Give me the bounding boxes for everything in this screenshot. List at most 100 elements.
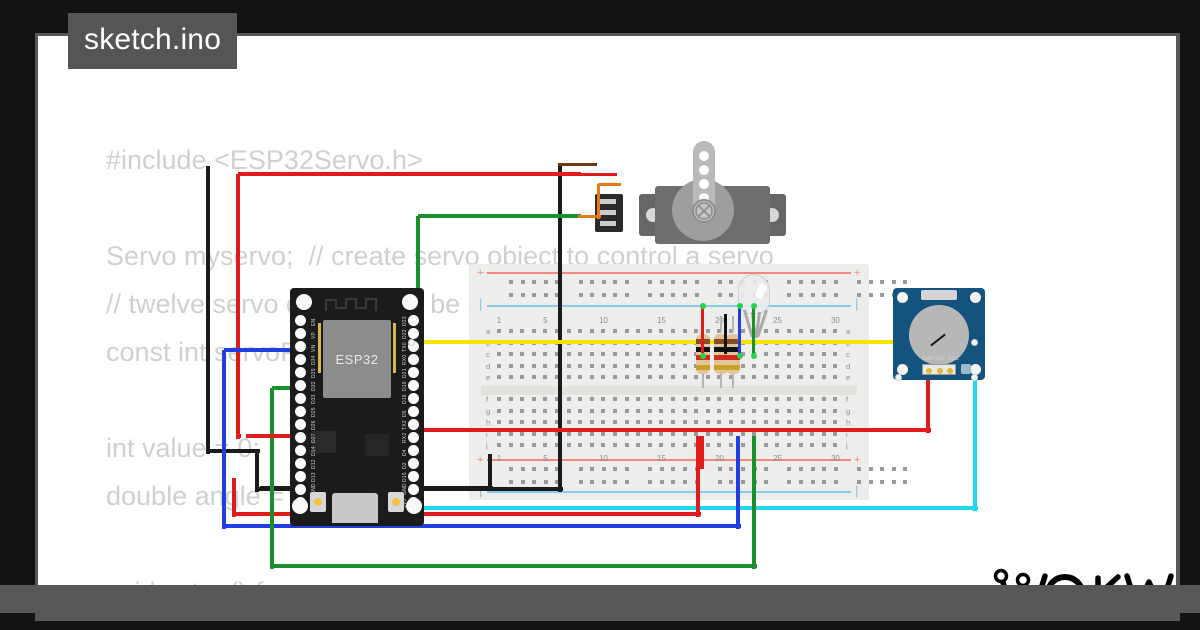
row-label-d: d: [486, 361, 491, 371]
esp32-pin-r-RX0[interactable]: [408, 354, 419, 365]
esp32-pin-D25[interactable]: [295, 406, 306, 417]
wire-servo-pigtail-red-seg0[interactable]: [578, 172, 617, 176]
pot-knob[interactable]: [909, 305, 969, 365]
esp32-pin-D26[interactable]: [295, 419, 306, 430]
wire-led-green-seg1[interactable]: [270, 388, 274, 570]
esp32-pin-r-D23[interactable]: [408, 315, 419, 326]
wire-led-blue-seg1[interactable]: [222, 350, 226, 530]
wire-servo-pigtail-orange-seg2[interactable]: [598, 182, 621, 186]
jumper-led-green[interactable]: [750, 303, 757, 359]
tab-sketch-ino[interactable]: sketch.ino: [68, 13, 238, 69]
wire-led-green-seg3[interactable]: [752, 436, 756, 570]
rail-top-hole: [787, 293, 792, 297]
wire-bb-plus-red-seg1[interactable]: [234, 512, 702, 516]
esp32-pinlabel-r-D23: D23: [402, 316, 408, 326]
rail-top-hole: [601, 293, 606, 297]
esp32-pin-VP[interactable]: [295, 328, 306, 339]
esp32-pin-r-D5[interactable]: [408, 406, 419, 417]
hole-g26: [787, 408, 791, 413]
node-pot-sig[interactable]: [971, 339, 978, 346]
esp32-pin-D34[interactable]: [295, 354, 306, 365]
jumper-led-red[interactable]: [699, 303, 706, 359]
wire-servo-signal-green-seg1[interactable]: [418, 214, 582, 218]
esp32-pin-r-D19[interactable]: [408, 380, 419, 391]
wire-vcc-servo-a-seg1[interactable]: [238, 434, 242, 438]
row-label-f: f: [486, 395, 489, 404]
wire-vcc-servo-b-seg0[interactable]: [238, 172, 582, 176]
rail-bot-hole: [903, 480, 908, 484]
esp32-pin-r-GND[interactable]: [408, 484, 419, 495]
rail-top-hole: [590, 280, 595, 284]
esp32-pin-r-D4[interactable]: [408, 445, 419, 456]
wire-vcc-servo-c-seg0[interactable]: [236, 174, 240, 436]
wire-servo-pigtail-orange-seg1[interactable]: [596, 184, 600, 219]
esp32-pin-r-RX2[interactable]: [408, 432, 419, 443]
pot-pin-2: [937, 368, 943, 374]
esp32-pin-D14[interactable]: [295, 445, 306, 456]
esp32-pin-r-D21[interactable]: [408, 367, 419, 378]
enable-button[interactable]: [388, 492, 404, 512]
node-pot-gnd[interactable]: [895, 374, 902, 381]
wire-gnd-servo-seg4[interactable]: [558, 164, 562, 493]
servo-horn-arm[interactable]: [693, 141, 715, 215]
wire-servo-pigtail-brown-seg0[interactable]: [558, 162, 597, 166]
jumper-led-blue[interactable]: [736, 303, 743, 359]
hole-a8: [578, 329, 583, 333]
wire-led-green-seg0[interactable]: [272, 386, 294, 390]
wire-bb-plus-red-seg2[interactable]: [696, 436, 700, 518]
wire-vcc-pin-stub-seg0[interactable]: [246, 434, 297, 438]
wire-led-blue-seg2[interactable]: [224, 524, 742, 528]
node-esp-d5[interactable]: [408, 339, 415, 346]
wire-pot-vcc-cyan-seg1[interactable]: [388, 506, 979, 510]
esp32-pin-GND[interactable]: [295, 484, 306, 495]
rail-top-hole: [857, 280, 861, 284]
wire-bb-plus-red-seg0[interactable]: [232, 478, 236, 518]
rail-top-hole: [822, 280, 827, 284]
wire-led-blue-seg0[interactable]: [224, 348, 294, 352]
esp32-pin-r-TX0[interactable]: [408, 341, 419, 352]
esp32-pin-r-D22[interactable]: [408, 328, 419, 339]
esp32-pin-VIN[interactable]: [295, 497, 306, 508]
wire-bb-minus-black-seg1[interactable]: [488, 454, 492, 492]
esp32-pin-D27[interactable]: [295, 432, 306, 443]
wire-pot-sig-yellow-seg0[interactable]: [410, 340, 977, 344]
hole-i23: [752, 431, 757, 436]
esp32-pin-VN[interactable]: [295, 341, 306, 352]
esp32-pin-D13[interactable]: [295, 471, 306, 482]
esp32-pin-EN[interactable]: [295, 315, 306, 326]
hole-f11: [613, 397, 617, 401]
wire-gnd-servo-seg1[interactable]: [208, 449, 261, 453]
esp32-pin-r-3V3[interactable]: [408, 497, 419, 508]
wire-led-blue-seg3[interactable]: [736, 436, 740, 530]
col-num-bot-5: 5: [543, 454, 548, 463]
esp32-pin-r-D15[interactable]: [408, 471, 419, 482]
jumper-led-common[interactable]: [724, 314, 727, 354]
potentiometer-module[interactable]: GND SIG VCC: [893, 288, 985, 380]
esp32-pin-D12[interactable]: [295, 458, 306, 469]
breadboard[interactable]: ++||++||aabbccddeeffgghhiijj115510101515…: [469, 264, 908, 500]
esp32-pin-r-D18[interactable]: [408, 393, 419, 404]
hole-h25: [775, 420, 780, 424]
wire-gnd-servo-seg2[interactable]: [255, 451, 259, 493]
wire-pot-vcc-cyan-seg0[interactable]: [973, 344, 977, 512]
esp32-pinlabel-D35: D35: [311, 368, 317, 378]
esp32-pin-r-D2[interactable]: [408, 458, 419, 469]
wire-servo-signal-green-seg0[interactable]: [416, 216, 420, 336]
esp32-pin-D33[interactable]: [295, 393, 306, 404]
boot-button[interactable]: [310, 492, 326, 512]
node-pot-vcc[interactable]: [971, 374, 978, 381]
hole-j26: [787, 443, 791, 447]
wire-pot-gnd-red-seg1[interactable]: [926, 346, 930, 434]
wire-led-red-stub-seg0[interactable]: [700, 436, 704, 470]
wire-pot-gnd-red-seg0[interactable]: [390, 428, 932, 432]
esp32-pin-D35[interactable]: [295, 367, 306, 378]
hole-i2: [508, 431, 513, 436]
wire-led-green-seg2[interactable]: [272, 564, 758, 568]
wire-servo-pigtail-orange-seg0[interactable]: [578, 214, 601, 218]
hole-e24: [763, 375, 768, 379]
esp32-pin-D32[interactable]: [295, 380, 306, 391]
wire-gnd-servo-seg0[interactable]: [206, 166, 210, 455]
diagram-canvas[interactable]: #include <ESP32Servo.h> Servo myservo; /…: [38, 36, 1176, 585]
esp32-pin-r-TX2[interactable]: [408, 419, 419, 430]
